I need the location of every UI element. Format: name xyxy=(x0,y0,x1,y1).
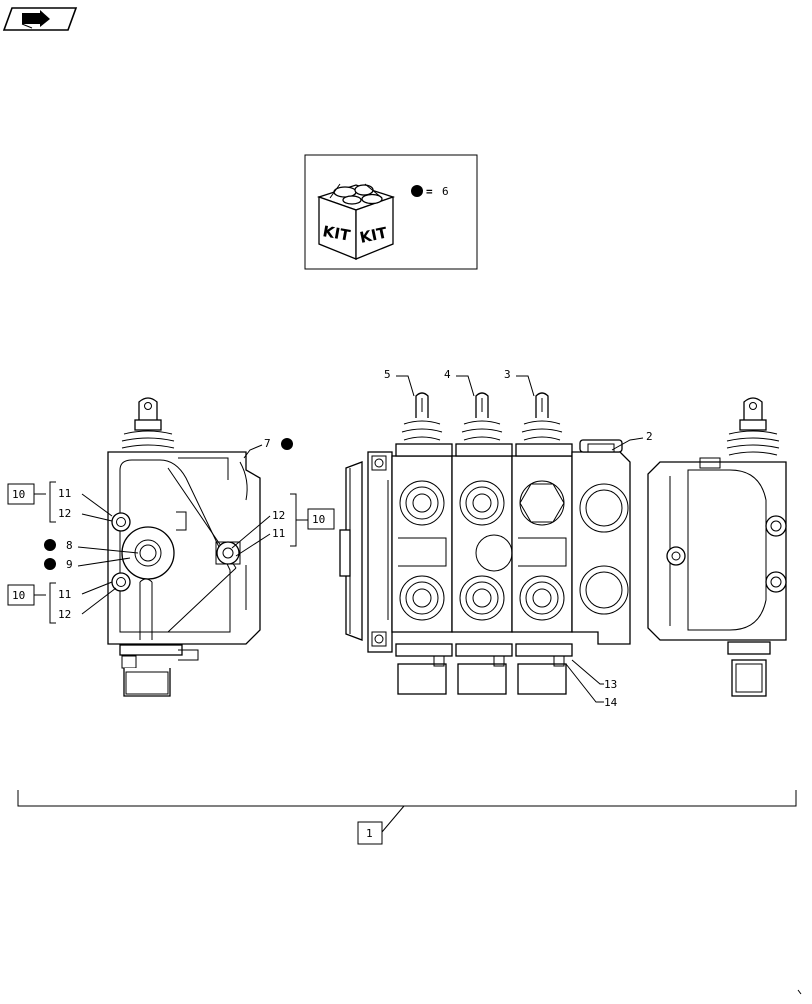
label-11-top: 11 xyxy=(58,487,71,500)
label-6: 6 xyxy=(442,185,449,198)
valve-front-view xyxy=(339,392,631,695)
section-b xyxy=(451,443,513,633)
label-12-top: 12 xyxy=(58,507,71,520)
label-8: 8 xyxy=(66,539,73,552)
label-3: 3 xyxy=(504,368,511,381)
kit-panel: KIT KIT = 6 xyxy=(304,154,478,270)
callout-box-1 xyxy=(357,821,383,845)
label-11-bottom: 11 xyxy=(58,588,71,601)
section-c xyxy=(511,443,573,633)
valve-side-view-left xyxy=(107,397,261,697)
label-10-top: 10 xyxy=(12,488,25,501)
filled-dot-icon xyxy=(44,539,56,551)
label-11-right: 11 xyxy=(272,527,285,540)
label-9: 9 xyxy=(66,558,73,571)
label-2: 2 xyxy=(646,430,653,443)
section-a xyxy=(391,443,453,633)
label-10-right: 10 xyxy=(312,513,325,526)
label-1: 1 xyxy=(366,827,373,840)
label-7: 7 xyxy=(264,437,271,450)
label-4: 4 xyxy=(444,368,451,381)
spool-5 xyxy=(401,392,443,441)
label-12-bottom: 12 xyxy=(58,608,71,621)
callouts: 5 4 3 2 7 10 11 12 8 9 10 11 12 xyxy=(7,368,802,995)
label-5: 5 xyxy=(384,368,391,381)
spool-4 xyxy=(461,392,503,441)
valve-side-view-right xyxy=(647,397,787,697)
filled-dot-icon xyxy=(411,185,423,197)
filled-dot-icon xyxy=(281,438,293,450)
callout-box-10-right xyxy=(307,508,335,530)
label-12-right: 12 xyxy=(272,509,285,522)
kit-box-icon: KIT KIT xyxy=(316,183,396,260)
label-14: 14 xyxy=(604,696,618,709)
spool-3 xyxy=(521,392,563,441)
filled-dot-icon xyxy=(44,558,56,570)
kit-word-left: KIT xyxy=(321,222,352,245)
kit-equals: = xyxy=(426,185,433,198)
arrow-page-icon[interactable] xyxy=(2,7,78,31)
kit-word-right: KIT xyxy=(358,223,389,246)
label-13: 13 xyxy=(604,678,617,691)
label-10-bottom: 10 xyxy=(12,589,25,602)
